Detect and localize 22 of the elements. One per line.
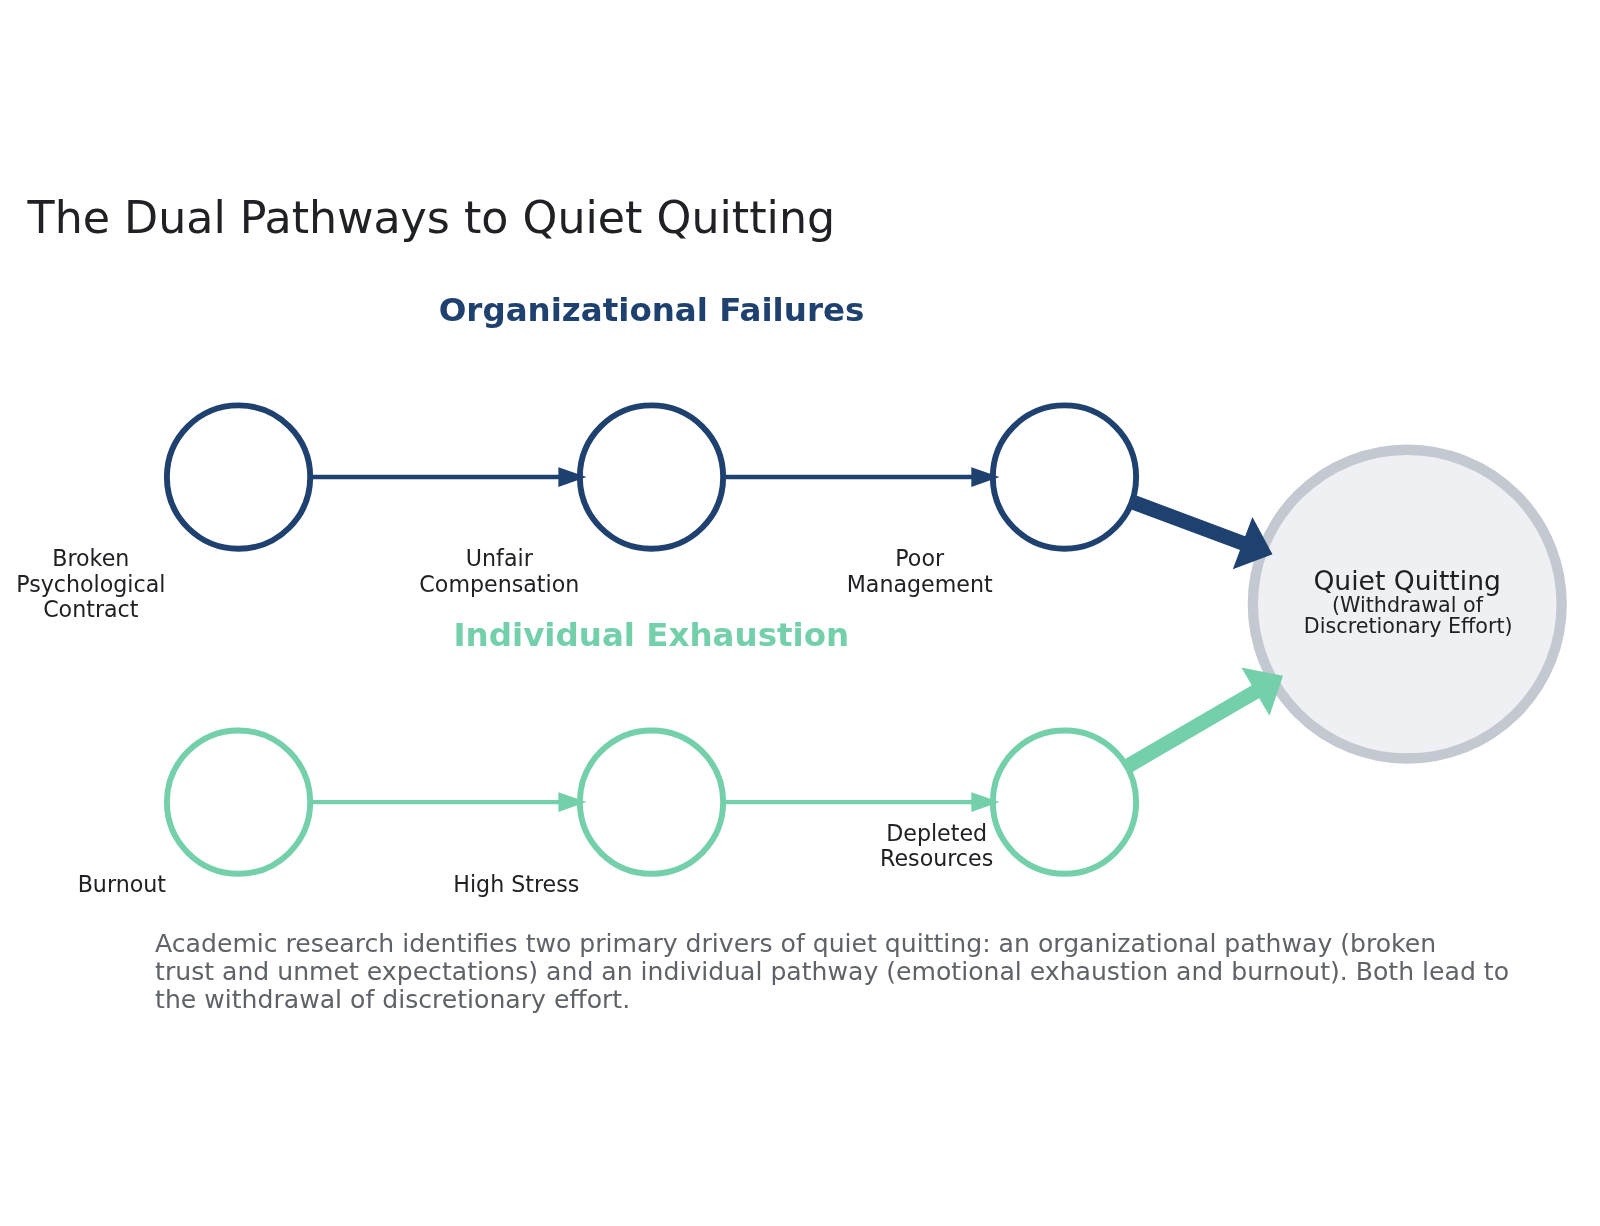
node-circle [576, 402, 727, 552]
node-label: Poor Management [846, 545, 993, 597]
node-circle [576, 727, 727, 877]
diagram-title: The Dual Pathways to Quiet Quitting [27, 192, 836, 244]
node-label: Broken Psychological Contract [16, 545, 166, 622]
arrow [723, 792, 1000, 812]
arrow [723, 467, 1000, 487]
node-circle [163, 727, 314, 877]
node-circle [163, 402, 314, 552]
arrow [310, 792, 587, 812]
arrow [1123, 667, 1283, 773]
arrow [310, 467, 587, 487]
node-label: High Stress [453, 870, 580, 897]
caption: Academic research identifies two primary drivers of quiet quitting: an organizational pathway (broken trust and unmet expectations) and an individual pathway (emotional exhaustion and burnout). Both lead to the withdrawal of discretionary effort. [155, 929, 1510, 1015]
node-circle [989, 402, 1140, 552]
node-label: Depleted Resources [880, 820, 994, 872]
label: Individual Exhaustion [453, 616, 850, 655]
node-label: Burnout [77, 870, 166, 897]
node-label: Unfair Compensation [419, 545, 580, 597]
label: Organizational Failures [438, 291, 865, 330]
arrow [1129, 494, 1273, 570]
node-circle: Quiet Quitting (Withdrawal of Discretionary Effort) [1247, 444, 1567, 764]
